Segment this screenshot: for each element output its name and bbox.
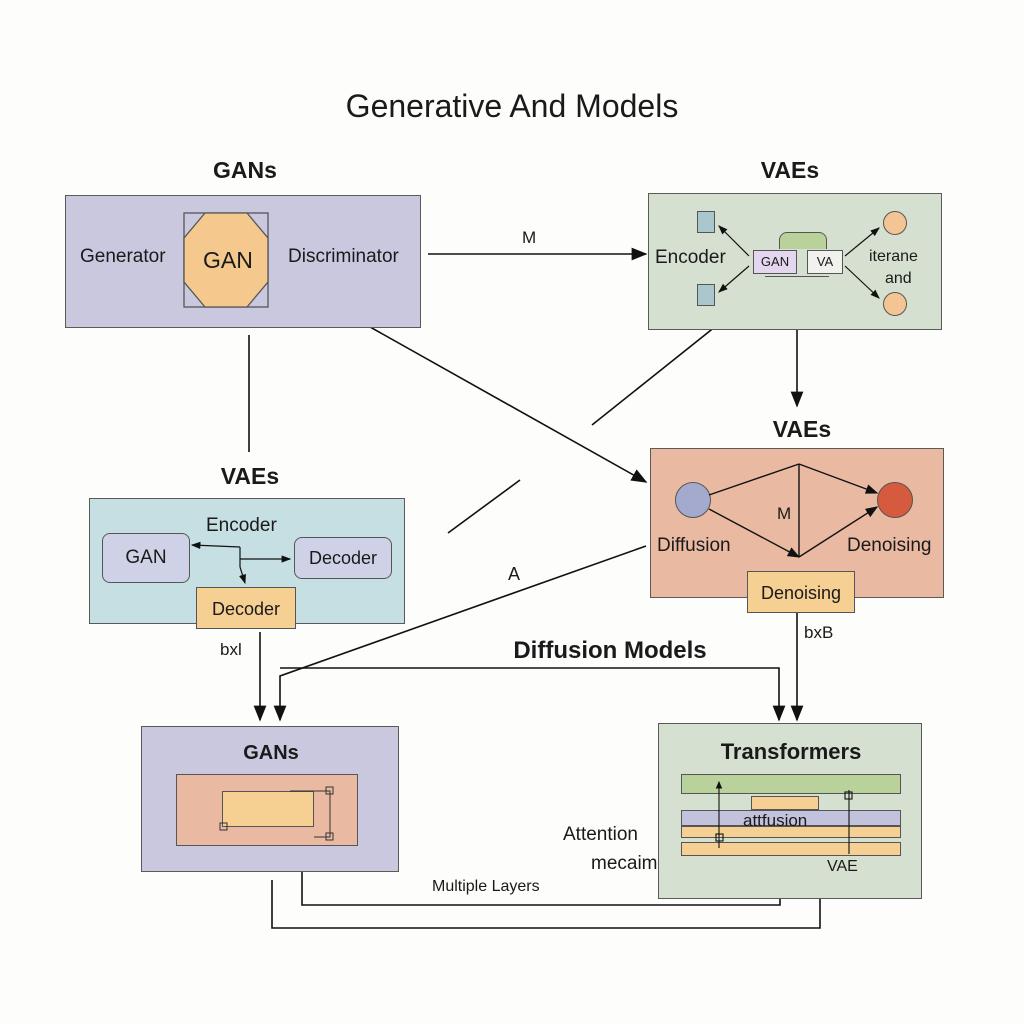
arrow-to-transformers-left	[280, 667, 786, 722]
decoder-node: Decoder	[294, 537, 392, 579]
attention-label: Attention	[563, 824, 638, 845]
gan-mini-box: GAN	[753, 250, 797, 274]
edge-label-a: A	[508, 564, 521, 584]
iterane-label: iterane	[869, 248, 918, 265]
output-node-icon	[883, 292, 907, 316]
vaes-top-box: Encoder GAN VA iterane and	[648, 193, 942, 330]
transformers-box: Transformers attfusion VAE	[658, 723, 922, 899]
edge-label-bxb: bxB	[804, 623, 834, 642]
gan-center-label: GAN	[203, 247, 253, 273]
encoder-label: Encoder	[206, 515, 277, 536]
line-diag-segment	[447, 479, 521, 534]
encoder-label: Encoder	[655, 247, 726, 268]
denoising-label: Denoising	[847, 535, 932, 556]
multiple-layers-label: Multiple Layers	[432, 878, 540, 895]
diffusion-node-icon	[675, 482, 711, 518]
input-node-icon	[697, 211, 715, 233]
output-node-icon	[883, 211, 907, 235]
gans-top-box: Generator GAN Discriminator	[65, 195, 421, 328]
discriminator-label: Discriminator	[288, 246, 399, 267]
gans-top-heading: GANs	[213, 157, 277, 183]
gans-inner-bracket	[219, 786, 334, 841]
m-label: M	[777, 504, 792, 523]
latent-cap-icon	[779, 232, 827, 249]
generator-label: Generator	[80, 246, 166, 267]
input-node-icon	[697, 284, 715, 306]
latent-base-line	[765, 276, 829, 277]
edge-label-m-top: M	[522, 228, 537, 247]
gans-inner-block	[222, 791, 314, 827]
layer-bar-peach	[681, 826, 901, 838]
gan-node: GAN	[102, 533, 190, 583]
gans-bottom-heading: GANs	[243, 742, 299, 764]
diffusion-arrows	[708, 463, 879, 558]
gans-bottom-box: GANs	[141, 726, 399, 872]
gan-octagon-icon	[183, 212, 269, 308]
transformer-lines	[715, 780, 853, 854]
vaes-left-box: Encoder GAN Decoder Decoder	[89, 498, 405, 629]
diffusion-label: Diffusion	[657, 535, 731, 556]
vaes-top-heading: VAEs	[760, 157, 820, 183]
denoising-node-icon	[877, 482, 913, 518]
layer-bar-peach-bottom	[681, 842, 901, 856]
denoising-box: Denoising	[747, 571, 855, 613]
va-mini-box: VA	[807, 250, 843, 274]
vae-internal-arrows	[190, 541, 292, 585]
decoder-box: Decoder	[196, 587, 296, 629]
layer-bar-small	[751, 796, 819, 810]
encoder-arrows	[718, 225, 880, 299]
diffusion-models-heading: Diffusion Models	[513, 637, 707, 664]
attfusion-label: attfusion	[743, 811, 808, 830]
vae-label: VAE	[827, 858, 858, 875]
vaes-left-heading: VAEs	[220, 463, 280, 489]
edge-label-bxl: bxl	[220, 640, 242, 659]
diagram-title: Generative And Models	[345, 88, 679, 124]
vaes-right-heading: VAEs	[772, 416, 832, 442]
transformers-heading: Transformers	[720, 739, 862, 764]
mecaim-label: mecaim	[591, 853, 658, 874]
and-label: and	[885, 270, 912, 287]
layer-bar-purple	[681, 810, 901, 826]
layer-bar-green	[681, 774, 901, 794]
